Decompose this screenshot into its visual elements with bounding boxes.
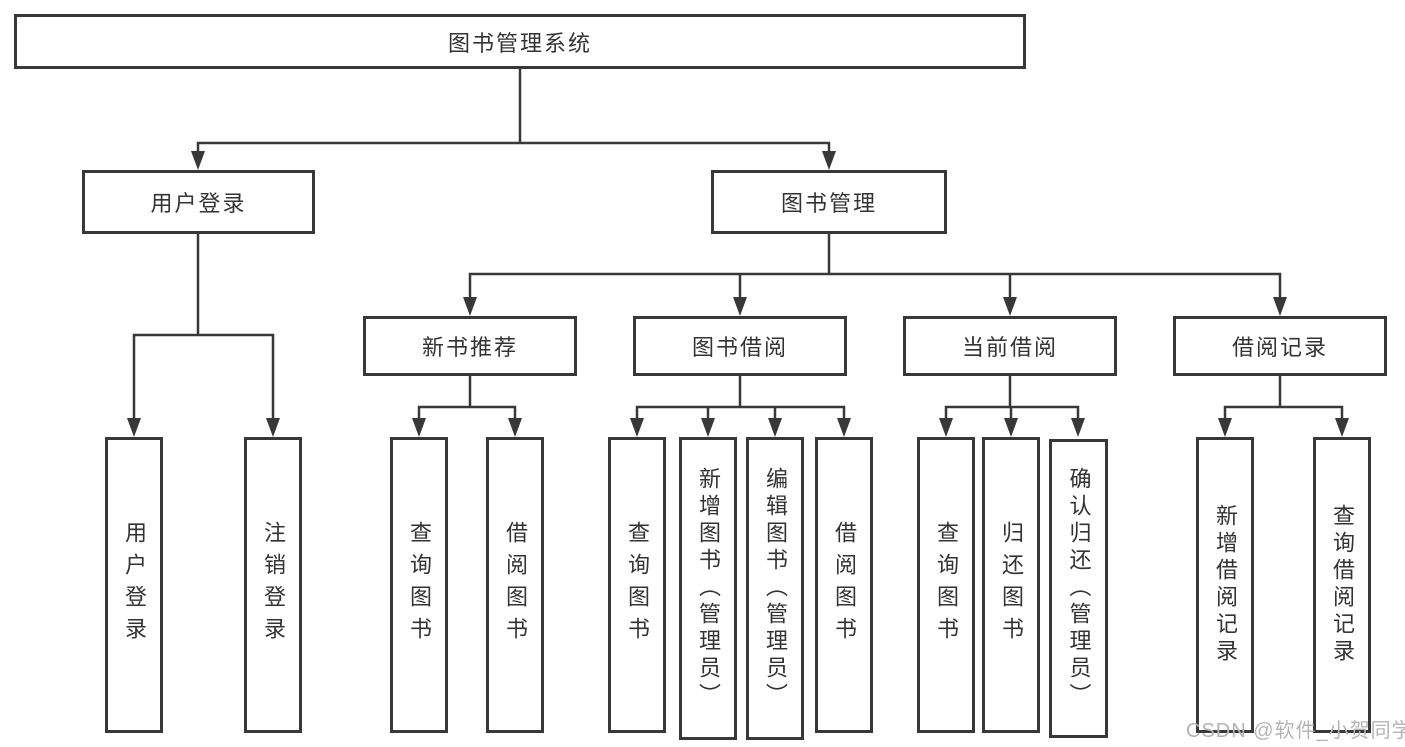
leaf-query-books-3: 查询图书 bbox=[917, 437, 975, 733]
node-label: 查询图书 bbox=[934, 521, 959, 649]
node-new-book-recommend: 新书推荐 bbox=[363, 316, 577, 376]
node-label: 当前借阅 bbox=[961, 335, 1058, 360]
leaf-return-books: 归还图书 bbox=[982, 437, 1040, 733]
node-label: 查询借阅记录 bbox=[1330, 504, 1355, 666]
node-book-borrowing: 图书借阅 bbox=[633, 316, 847, 376]
node-current-borrowing: 当前借阅 bbox=[903, 316, 1117, 376]
node-label: 归还图书 bbox=[999, 521, 1024, 649]
node-label: 用户登录 bbox=[122, 521, 147, 649]
leaf-borrow-books-1: 借阅图书 bbox=[486, 437, 544, 733]
node-label: 新书推荐 bbox=[421, 335, 518, 360]
node-label: 借阅图书 bbox=[832, 521, 857, 649]
watermark: CSDN @软件_小贺同学 bbox=[1186, 720, 1405, 742]
node-book-management: 图书管理 bbox=[711, 170, 947, 234]
leaf-logout: 注销登录 bbox=[244, 437, 302, 733]
node-root: 图书管理系统 bbox=[14, 14, 1026, 69]
node-borrowing-records: 借阅记录 bbox=[1173, 316, 1387, 376]
leaf-query-books-1: 查询图书 bbox=[390, 437, 448, 733]
node-label: 编辑图书（管理员） bbox=[763, 467, 788, 710]
leaf-borrow-books-2: 借阅图书 bbox=[815, 437, 873, 733]
arrowhead-icons bbox=[127, 151, 1349, 437]
node-label: 确认归还（管理员） bbox=[1066, 467, 1092, 710]
leaf-add-books-admin: 新增图书（管理员） bbox=[679, 437, 737, 740]
node-label: 注销登录 bbox=[261, 521, 286, 649]
node-label: 查询图书 bbox=[407, 521, 432, 649]
leaf-add-borrow-record: 新增借阅记录 bbox=[1196, 437, 1254, 733]
node-label: 图书管理系统 bbox=[447, 30, 592, 56]
node-user-login-branch: 用户登录 bbox=[82, 170, 315, 234]
node-label: 借阅记录 bbox=[1231, 335, 1328, 360]
node-label: 图书借阅 bbox=[691, 335, 788, 360]
leaf-user-login: 用户登录 bbox=[105, 437, 163, 733]
node-label: 用户登录 bbox=[150, 191, 247, 216]
node-label: 新增图书（管理员） bbox=[696, 467, 721, 710]
leaf-query-books-2: 查询图书 bbox=[608, 437, 666, 733]
node-label: 新增借阅记录 bbox=[1213, 504, 1238, 666]
leaf-query-borrow-record: 查询借阅记录 bbox=[1313, 437, 1371, 733]
node-label: 借阅图书 bbox=[503, 521, 528, 649]
leaf-confirm-return-admin: 确认归还（管理员） bbox=[1049, 439, 1108, 738]
node-label: 图书管理 bbox=[780, 191, 877, 216]
node-label: 查询图书 bbox=[625, 521, 650, 649]
leaf-edit-books-admin: 编辑图书（管理员） bbox=[746, 437, 804, 740]
